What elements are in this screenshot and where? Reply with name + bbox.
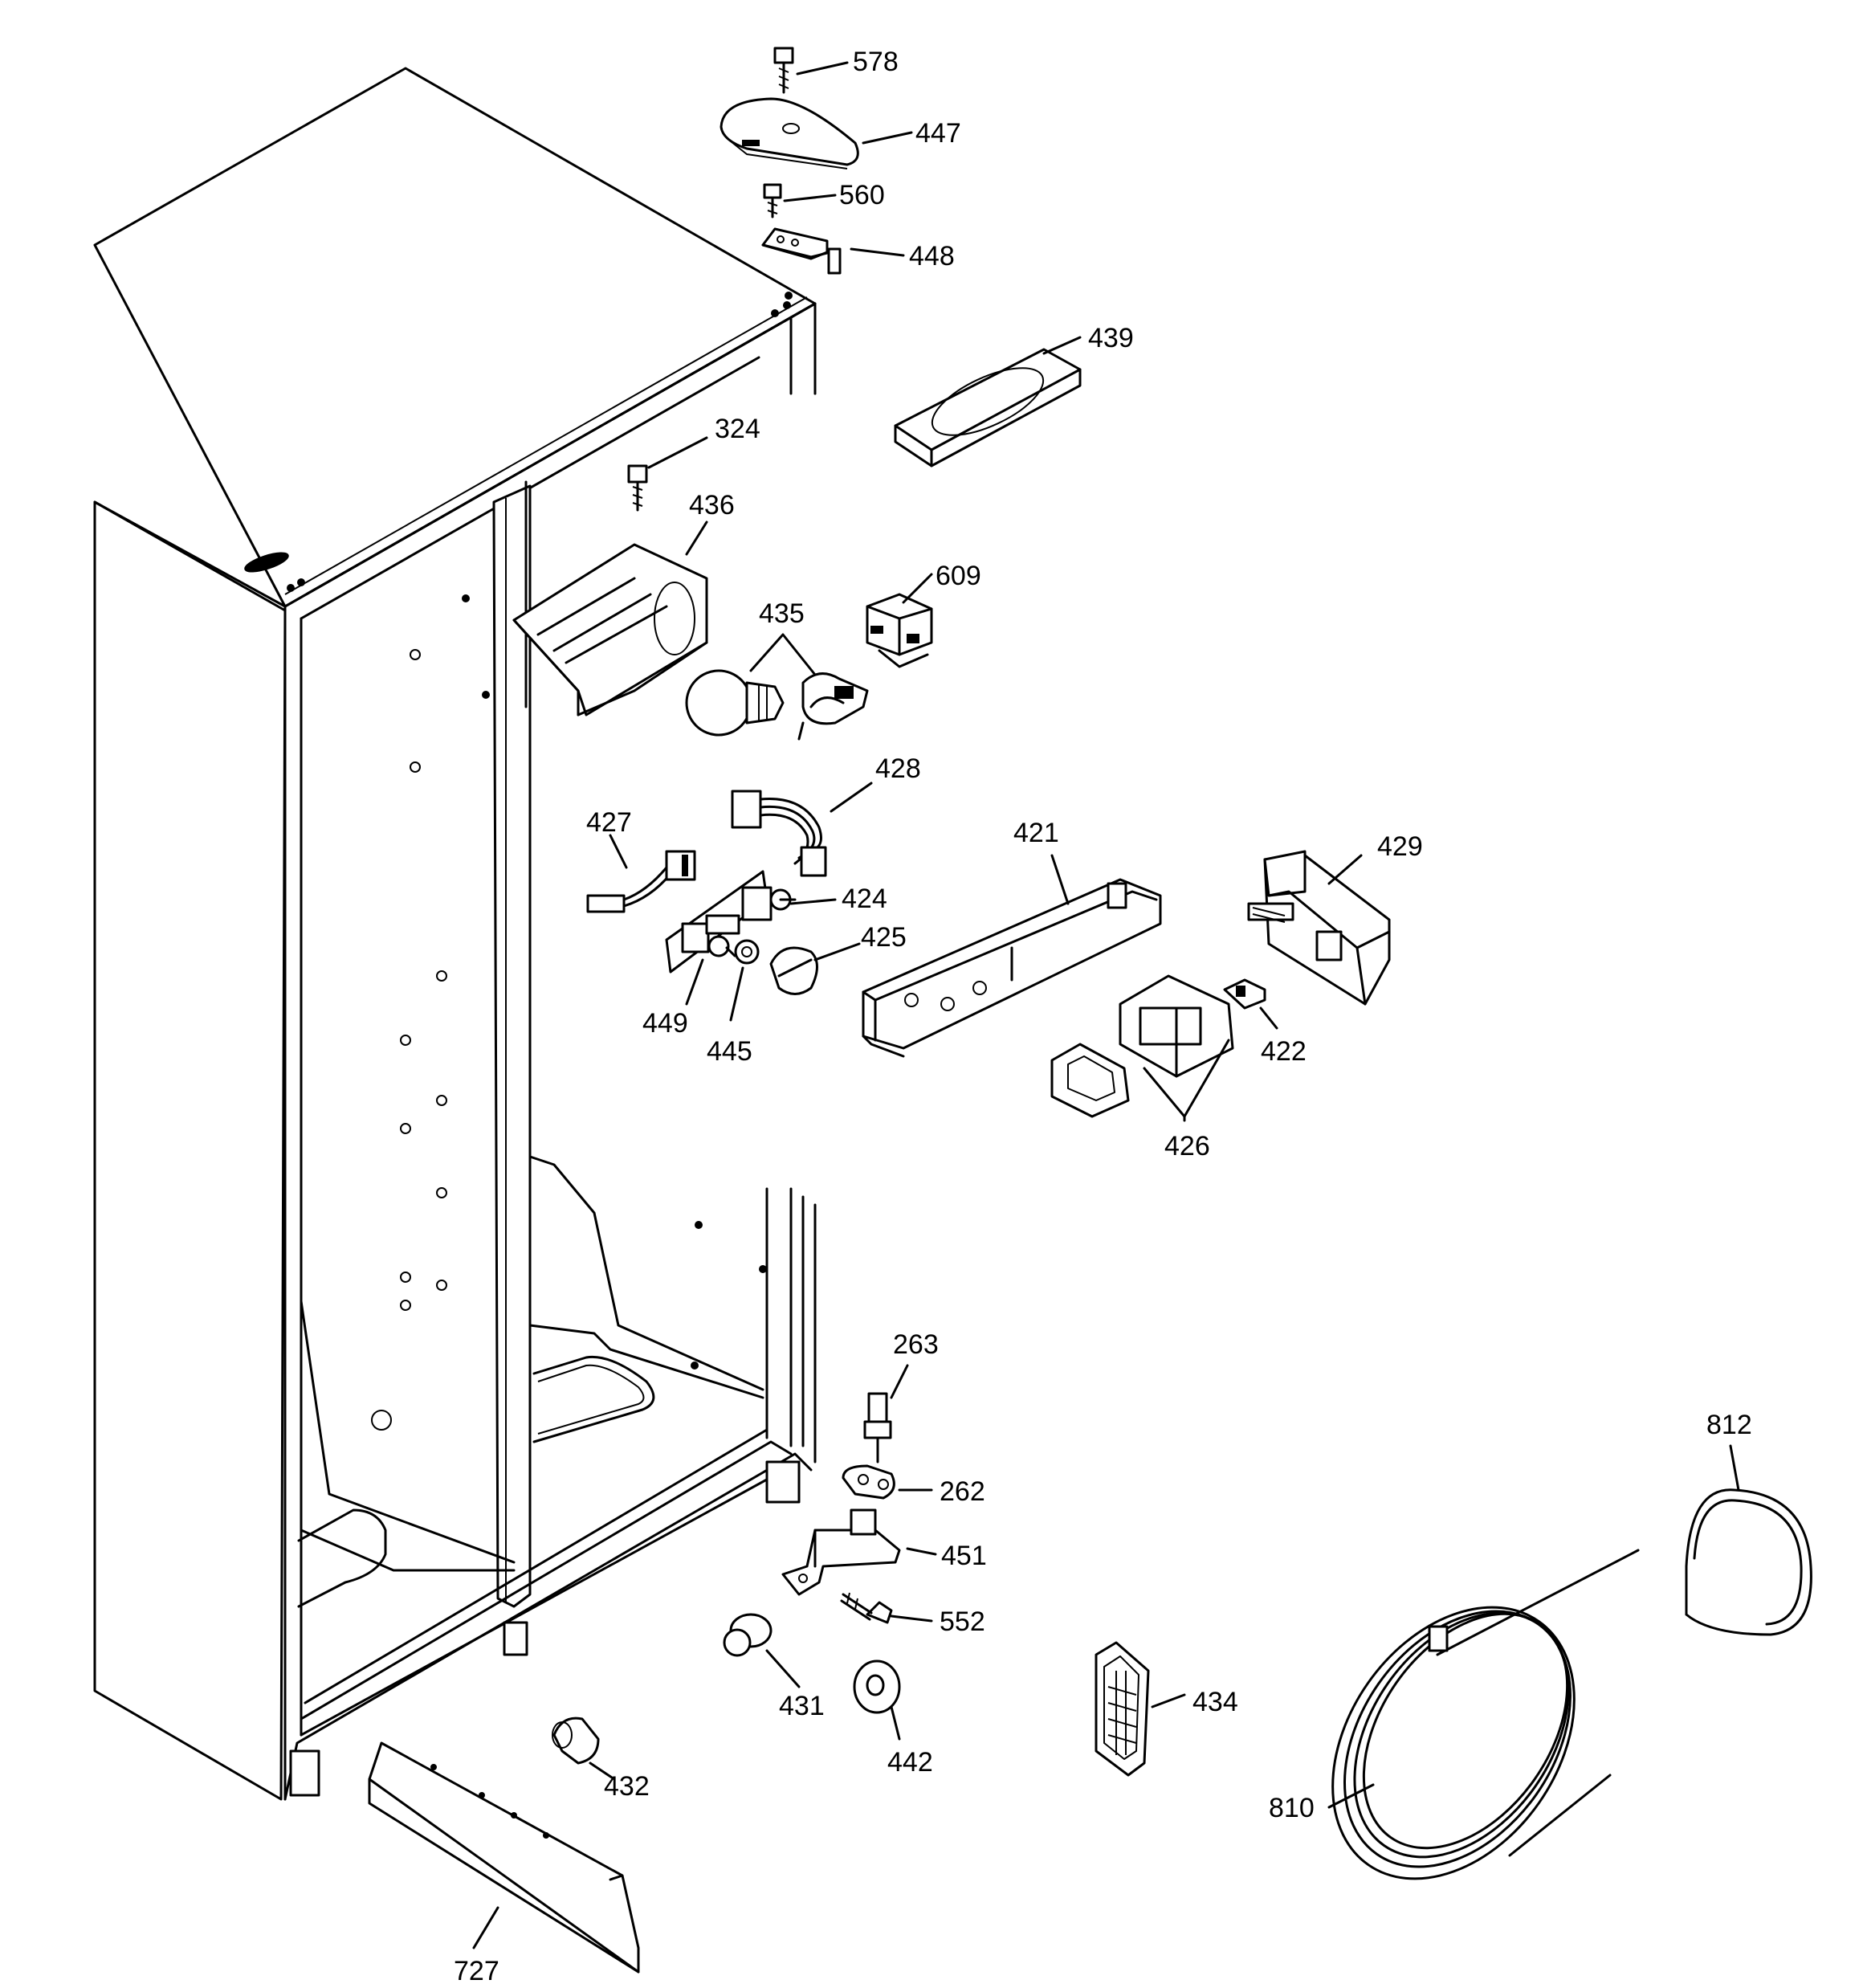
label-324: 324 bbox=[715, 414, 760, 444]
label-428: 428 bbox=[875, 753, 921, 784]
label-435: 435 bbox=[759, 598, 805, 629]
label-812: 812 bbox=[1706, 1410, 1752, 1440]
label-445: 445 bbox=[707, 1036, 752, 1067]
label-426: 426 bbox=[1164, 1131, 1210, 1161]
part-426-bezel[interactable] bbox=[1119, 974, 1234, 1078]
label-431: 431 bbox=[779, 1691, 825, 1721]
label-262: 262 bbox=[940, 1476, 985, 1507]
label-552: 552 bbox=[940, 1606, 985, 1637]
label-449: 449 bbox=[642, 1008, 688, 1039]
label-609: 609 bbox=[936, 561, 981, 591]
part-428-wire-harness[interactable] bbox=[731, 790, 827, 877]
part-263-hinge-pin[interactable] bbox=[863, 1392, 892, 1463]
part-425-control-knob[interactable] bbox=[769, 946, 818, 995]
label-424: 424 bbox=[842, 884, 887, 914]
part-424-control-board[interactable] bbox=[665, 870, 797, 974]
label-439: 439 bbox=[1088, 323, 1134, 353]
label-432: 432 bbox=[604, 1771, 650, 1802]
label-810: 810 bbox=[1269, 1793, 1315, 1823]
leader-lines bbox=[472, 61, 1740, 1949]
part-436-light-shield[interactable] bbox=[512, 543, 708, 716]
label-727: 727 bbox=[454, 1956, 499, 1986]
part-445-knob-ring[interactable] bbox=[734, 939, 760, 965]
label-436: 436 bbox=[689, 490, 735, 520]
part-435-light-bulb[interactable] bbox=[685, 669, 785, 737]
part-432-plug[interactable] bbox=[552, 1717, 600, 1765]
part-447-hinge-cover[interactable] bbox=[720, 97, 859, 169]
part-421-control-housing[interactable] bbox=[862, 878, 1162, 1058]
part-578-screw[interactable] bbox=[773, 47, 794, 94]
part-451-bottom-hinge[interactable] bbox=[781, 1508, 901, 1596]
part-435-light-socket[interactable] bbox=[797, 672, 869, 741]
part-429-control-box[interactable] bbox=[1247, 850, 1391, 1006]
label-421: 421 bbox=[1013, 818, 1059, 848]
label-425: 425 bbox=[861, 922, 907, 953]
part-609-switch[interactable] bbox=[866, 593, 933, 668]
label-451: 451 bbox=[941, 1541, 987, 1571]
label-263: 263 bbox=[893, 1329, 939, 1360]
label-447: 447 bbox=[915, 118, 961, 149]
part-426-gasket[interactable] bbox=[1050, 1043, 1130, 1118]
label-429: 429 bbox=[1377, 831, 1423, 862]
label-442: 442 bbox=[887, 1747, 933, 1778]
part-560-screw[interactable] bbox=[763, 183, 782, 218]
part-812-tubing[interactable] bbox=[1685, 1488, 1812, 1636]
part-727-kick-plate[interactable] bbox=[368, 1741, 640, 1974]
label-578: 578 bbox=[853, 47, 899, 77]
part-262-bushing[interactable] bbox=[842, 1464, 895, 1500]
part-442-washer[interactable] bbox=[853, 1659, 901, 1714]
label-427: 427 bbox=[586, 807, 632, 838]
part-422-clip[interactable] bbox=[1223, 978, 1266, 1010]
part-552-screw[interactable] bbox=[840, 1592, 893, 1624]
part-labels: 578 447 560 448 439 324 436 609 435 428 … bbox=[454, 47, 1752, 1986]
part-439-tray[interactable] bbox=[894, 348, 1082, 467]
refrigerator-cabinet bbox=[93, 67, 817, 1801]
part-810-water-line[interactable] bbox=[1282, 1549, 1640, 1925]
label-422: 422 bbox=[1261, 1036, 1307, 1067]
part-427-wire-harness[interactable] bbox=[586, 850, 696, 913]
part-448-top-hinge[interactable] bbox=[761, 227, 842, 275]
label-560: 560 bbox=[839, 180, 885, 210]
part-434-grille[interactable] bbox=[1095, 1641, 1150, 1777]
part-431-cap[interactable] bbox=[723, 1613, 773, 1657]
part-324-screw[interactable] bbox=[627, 464, 648, 512]
label-448: 448 bbox=[909, 241, 955, 271]
label-434: 434 bbox=[1192, 1687, 1238, 1717]
